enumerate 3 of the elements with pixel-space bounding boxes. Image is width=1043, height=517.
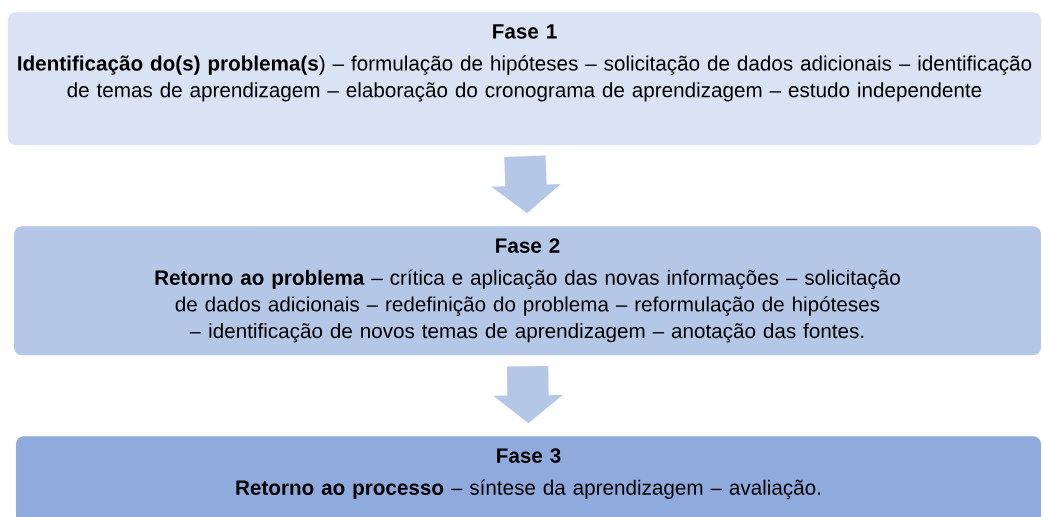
process-box: Fase 3 Retorno ao processo – síntese da aprendizagem – avaliação. — [16, 436, 1041, 517]
process-box: Fase 2 Retorno ao problema – crítica e aplicação das novas informações – solicitação de dados adicionais – redefinição do problema – reformulação de hipóteses – identificação de novos temas de aprendizagem – anotação das fontes. — [14, 226, 1041, 356]
process-box: Fase 1 Identificação do(s) problema(s) – formulação de hipóteses – solicitação de dados adicionais – identificação de temas de aprendizagem – elaboração do cronograma de aprendizagem – estudo independente — [8, 12, 1041, 146]
